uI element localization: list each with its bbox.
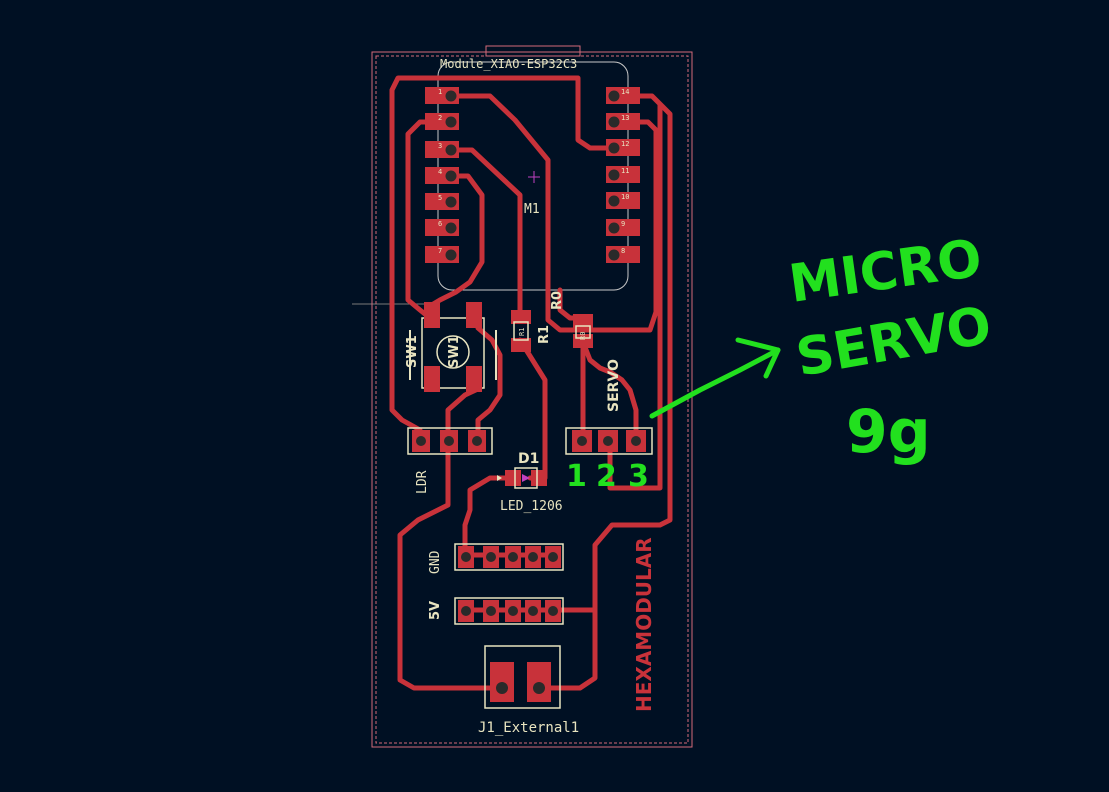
j1-footprint bbox=[484, 645, 561, 709]
v5-header bbox=[454, 597, 564, 625]
r1-footprint bbox=[511, 310, 531, 352]
pin-label: 1 bbox=[438, 88, 442, 96]
j1-label: J1_External1 bbox=[478, 720, 579, 736]
pin-label: 3 bbox=[438, 142, 442, 150]
pin-label: 8 bbox=[621, 247, 625, 255]
r0-reference: R0 bbox=[550, 291, 565, 310]
pin-label: 13 bbox=[621, 114, 629, 122]
pin-label: 11 bbox=[621, 167, 629, 175]
d1-footprint bbox=[497, 467, 547, 489]
module-label: Module_XIAO-ESP32C3 bbox=[440, 57, 577, 71]
annotation-pin2: 2 bbox=[596, 459, 617, 494]
anchor-cross bbox=[528, 171, 540, 183]
v5-label: 5V bbox=[428, 601, 443, 620]
copper-traces bbox=[389, 75, 673, 691]
sw1-side-label: SW1 bbox=[405, 335, 420, 368]
gnd-header bbox=[454, 543, 564, 571]
brand-label: HEXAMODULAR bbox=[632, 537, 656, 712]
pin-label: 9 bbox=[621, 220, 625, 228]
pin-label: 6 bbox=[438, 220, 442, 228]
pin-label: 10 bbox=[621, 193, 629, 201]
r1-reference: R1 bbox=[537, 325, 552, 344]
m1-reference: M1 bbox=[524, 202, 540, 217]
pin-label: 5 bbox=[438, 194, 442, 202]
annotation-pin3: 3 bbox=[628, 459, 649, 494]
sw1-footprint bbox=[409, 302, 497, 392]
annotation-pin1: 1 bbox=[566, 459, 587, 494]
module-left-pin-labels: 1 2 3 4 5 6 7 bbox=[438, 88, 442, 255]
pin-label: 2 bbox=[438, 114, 442, 122]
servo-label: SERVO bbox=[606, 359, 622, 412]
servo-header bbox=[565, 427, 653, 455]
r0-footprint bbox=[573, 314, 593, 348]
annotation-line3: 9g bbox=[846, 397, 931, 467]
r1-fab-label: R1 bbox=[518, 328, 526, 336]
pin-label: 4 bbox=[438, 168, 442, 176]
pin-label: 14 bbox=[621, 88, 629, 96]
pin-label: 7 bbox=[438, 247, 442, 255]
board-outline bbox=[371, 45, 693, 748]
ldr-header bbox=[407, 427, 493, 455]
d1-value: LED_1206 bbox=[500, 499, 563, 514]
annotation-arrow bbox=[649, 337, 781, 419]
d1-reference: D1 bbox=[518, 451, 539, 467]
annotation-pin-numbers: 1 2 3 bbox=[566, 459, 649, 494]
module-right-pads bbox=[606, 87, 640, 263]
module-right-pin-labels: 14 13 12 11 10 9 8 bbox=[621, 88, 629, 255]
ldr-label: LDR bbox=[415, 470, 430, 494]
sw1-center-label: SW1 bbox=[447, 335, 462, 368]
pin-label: 12 bbox=[621, 140, 629, 148]
gnd-label: GND bbox=[428, 550, 443, 574]
annotation-text: MICRO SERVO 9g bbox=[785, 229, 995, 467]
module-left-pads bbox=[425, 87, 459, 263]
r0-fab-label: R0 bbox=[579, 332, 587, 340]
